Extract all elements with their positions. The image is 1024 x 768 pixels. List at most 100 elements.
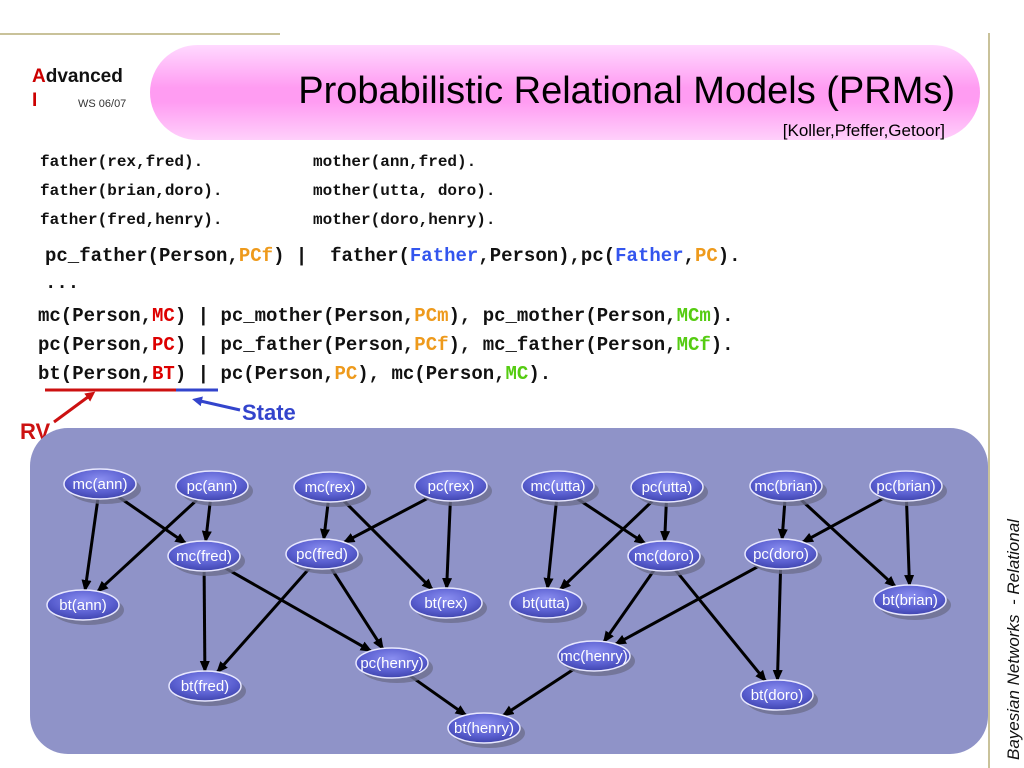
node-bt-fred: bt(fred)	[168, 670, 246, 706]
edge-mc-henry-to-bt-henry	[501, 667, 576, 717]
node-label: pc(utta)	[642, 479, 693, 496]
node-pc-doro: pc(doro)	[744, 538, 822, 574]
fact-mother-1: mother(ann,fred).	[313, 153, 477, 171]
node-pc-ann: pc(ann)	[175, 470, 253, 506]
edge-pc-ann-to-bt-ann	[96, 498, 199, 593]
fact-mother-2: mother(utta, doro).	[313, 182, 496, 200]
edge-pc-utta-to-mc-doro	[660, 501, 671, 544]
node-label: bt(brian)	[882, 592, 938, 609]
citation: [Koller,Pfeffer,Getoor]	[782, 121, 945, 140]
edge-pc-doro-to-mc-henry	[614, 564, 760, 646]
node-label: mc(rex)	[305, 479, 356, 496]
node-label: bt(fred)	[181, 678, 229, 695]
edge-pc-ann-to-mc-fred	[201, 500, 212, 544]
slide-title: Probabilistic Relational Models (PRMs)	[298, 70, 955, 112]
node-mc-utta: mc(utta)	[521, 470, 599, 506]
node-ellipse	[509, 587, 583, 619]
node-label: mc(henry)	[560, 648, 628, 665]
edge-mc-rex-to-pc-fred	[320, 501, 330, 542]
node-pc-henry: pc(henry)	[355, 647, 433, 683]
edge-pc-fred-to-bt-fred	[216, 567, 311, 674]
edge-pc-rex-to-bt-rex	[442, 500, 453, 591]
node-mc-henry: mc(henry)	[557, 640, 635, 676]
node-ellipse	[409, 587, 483, 619]
node-mc-rex: mc(rex)	[293, 471, 371, 507]
edge-pc-brian-to-bt-brian	[904, 500, 915, 588]
node-ellipse	[740, 679, 814, 711]
node-label: pc(ann)	[187, 478, 238, 495]
edge-pc-fred-to-pc-henry	[330, 567, 384, 651]
node-ellipse	[414, 470, 488, 502]
node-label: bt(utta)	[522, 595, 570, 612]
node-label: pc(doro)	[753, 546, 809, 563]
edge-pc-utta-to-bt-utta	[558, 499, 654, 591]
fact-father-1: father(rex,fred).	[40, 153, 204, 171]
node-label: bt(henry)	[454, 720, 514, 737]
title-banner	[150, 45, 980, 140]
state-label: State	[242, 400, 296, 425]
edge-mc-brian-to-pc-doro	[777, 500, 788, 542]
node-ellipse	[355, 647, 429, 679]
fact-father-3: father(fred,henry).	[40, 211, 223, 229]
rule-pc: pc(Person,PC) | pc_father(Person,PCf), m…	[38, 334, 734, 356]
rule-mc: mc(Person,MC) | pc_mother(Person,PCm), p…	[38, 305, 734, 327]
node-ellipse	[521, 470, 595, 502]
edge-mc-ann-to-bt-ann	[81, 498, 100, 593]
edge-mc-doro-to-bt-doro	[674, 569, 767, 683]
node-ellipse	[869, 470, 943, 502]
node-label: bt(ann)	[59, 597, 107, 614]
node-bt-henry: bt(henry)	[447, 712, 525, 748]
node-ellipse	[167, 540, 241, 572]
right-rule	[988, 33, 990, 768]
node-ellipse	[447, 712, 521, 744]
node-ellipse	[627, 540, 701, 572]
edge-mc-ann-to-mc-fred	[117, 495, 188, 545]
node-pc-fred: pc(fred)	[285, 538, 363, 574]
top-rule	[0, 33, 280, 35]
node-bt-ann: bt(ann)	[46, 589, 124, 625]
node-label: mc(fred)	[176, 548, 232, 565]
node-label: bt(rex)	[424, 595, 467, 612]
edge-mc-doro-to-mc-henry	[602, 569, 656, 644]
node-ellipse	[749, 470, 823, 502]
edge-pc-rex-to-pc-fred	[342, 496, 430, 544]
fact-father-2: father(brian,doro).	[40, 182, 223, 200]
logo-i: I	[32, 90, 38, 111]
node-label: mc(doro)	[634, 548, 694, 565]
node-ellipse	[46, 589, 120, 621]
node-label: mc(brian)	[754, 478, 817, 495]
node-pc-brian: pc(brian)	[869, 470, 947, 506]
node-mc-doro: mc(doro)	[627, 540, 705, 576]
edge-pc-brian-to-pc-doro	[801, 496, 885, 544]
node-bt-utta: bt(utta)	[509, 587, 587, 623]
node-ellipse	[630, 471, 704, 503]
node-ellipse	[557, 640, 631, 672]
edge-pc-doro-to-bt-doro	[772, 568, 783, 683]
node-label: pc(brian)	[876, 478, 935, 495]
node-label: mc(utta)	[530, 478, 585, 495]
edge-mc-rex-to-bt-rex	[342, 499, 434, 591]
node-ellipse	[175, 470, 249, 502]
edge-pc-henry-to-bt-henry	[409, 674, 468, 717]
node-bt-brian: bt(brian)	[873, 584, 951, 620]
term-label: WS 06/07	[78, 98, 127, 110]
edge-mc-fred-to-bt-fred	[199, 570, 210, 674]
node-label: bt(doro)	[751, 687, 804, 704]
node-ellipse	[873, 584, 947, 616]
edge-mc-utta-to-bt-utta	[543, 500, 558, 591]
edge-mc-utta-to-mc-doro	[576, 497, 647, 545]
node-ellipse	[293, 471, 367, 503]
rule-ellipsis: ...	[45, 272, 80, 294]
node-ellipse	[285, 538, 359, 570]
fact-mother-3: mother(doro,henry).	[313, 211, 496, 229]
node-ellipse	[63, 468, 137, 500]
rule-bt: bt(Person,BT) | pc(Person,PC), mc(Person…	[38, 363, 552, 385]
logo-advanced: Advanced	[32, 66, 123, 87]
node-ellipse	[744, 538, 818, 570]
node-pc-rex: pc(rex)	[414, 470, 492, 506]
rule-pc-father: pc_father(Person,PCf) | father(Father,Pe…	[45, 245, 741, 267]
node-label: pc(rex)	[428, 478, 475, 495]
edge-mc-brian-to-bt-brian	[799, 498, 897, 588]
node-mc-fred: mc(fred)	[167, 540, 245, 576]
